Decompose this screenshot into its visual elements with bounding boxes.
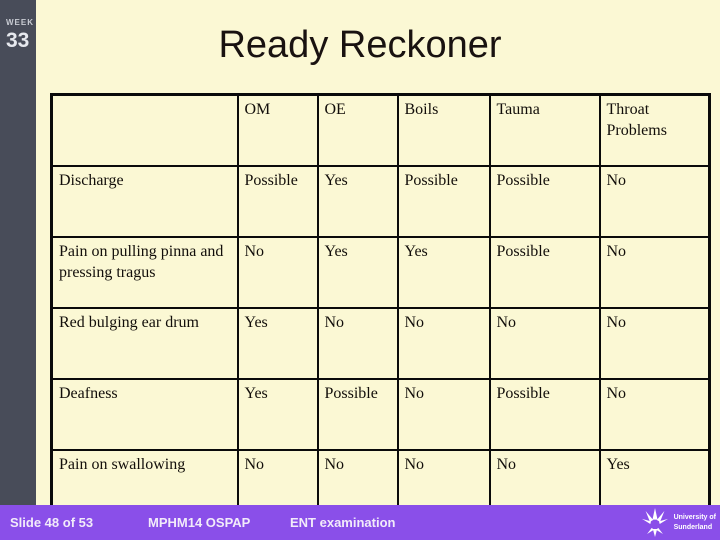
table-cell: Yes: [316, 236, 399, 309]
row-label: Red bulging ear drum: [50, 307, 239, 380]
table-header-cell: Tauma: [488, 93, 601, 167]
table-cell: No: [396, 378, 491, 451]
university-logo-text: University of Sunderland: [674, 513, 716, 531]
table-cell: Yes: [316, 165, 399, 238]
table-header-cell: OE: [316, 93, 399, 167]
page-title: Ready Reckoner: [218, 24, 502, 66]
table-cell: No: [598, 378, 711, 451]
starburst-icon: [641, 508, 668, 537]
table-cell: Possible: [316, 378, 399, 451]
slide-counter: Slide 48 of 53: [10, 515, 94, 530]
week-sidebar: WEEK 33: [0, 0, 36, 505]
course-code: MPHM14 OSPAP: [148, 515, 251, 530]
table-row: Pain on pulling pinna and pressing tragu…: [50, 236, 711, 309]
week-label: WEEK: [6, 18, 34, 27]
table-cell: Possible: [236, 165, 319, 238]
table-cell: Possible: [396, 165, 491, 238]
table-cell: No: [488, 307, 601, 380]
table-cell: Possible: [488, 378, 601, 451]
row-label: Deafness: [50, 378, 239, 451]
table-cell: Yes: [236, 378, 319, 451]
table-cell: Possible: [488, 165, 601, 238]
table-cell: No: [598, 236, 711, 309]
university-logo-line2: Sunderland: [673, 523, 713, 531]
footer-bar: Slide 48 of 53 MPHM14 OSPAP ENT examinat…: [0, 505, 720, 540]
university-logo-line1: University of: [673, 514, 716, 522]
table-cell: Yes: [236, 307, 319, 380]
table-cell: Possible: [488, 236, 601, 309]
table-header-empty: [50, 93, 239, 167]
table-header-cell: Boils: [396, 93, 491, 167]
table-header-cell: OM: [236, 93, 319, 167]
table-cell: No: [316, 307, 399, 380]
topic-label: ENT examination: [290, 515, 396, 530]
university-logo: University of Sunderland: [641, 508, 716, 537]
table-header-cell: Throat Problems: [598, 93, 711, 167]
table-cell: Yes: [396, 236, 491, 309]
table-cell: No: [598, 165, 711, 238]
row-label: Pain on pulling pinna and pressing tragu…: [50, 236, 239, 309]
week-number: 33: [6, 29, 30, 52]
table-cell: No: [236, 236, 319, 309]
table-cell: No: [598, 307, 711, 380]
row-label: Discharge: [50, 165, 239, 238]
table-cell: No: [396, 307, 491, 380]
